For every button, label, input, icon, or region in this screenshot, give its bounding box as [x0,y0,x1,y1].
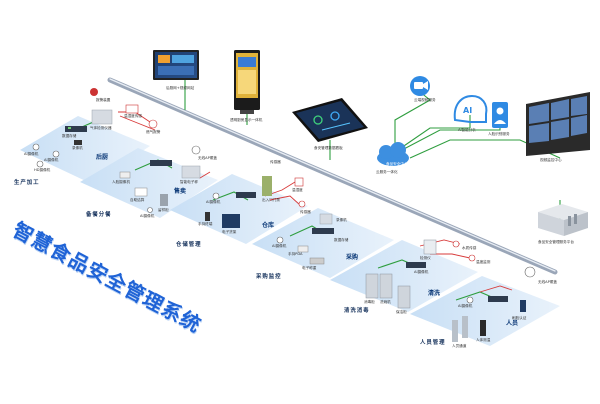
platform-warehouse [170,174,308,244]
s-cam-label: AI摄像机 [458,304,473,308]
w-screen-label: 电子货架 [222,230,237,234]
kitchen-devices [32,88,158,168]
cleaning-devices [365,239,476,309]
network-backbone [107,77,558,275]
c-cabinet1-label: 消毒柜 [364,300,375,304]
w-sensor1-label: 传感器 [270,160,281,164]
s-gate-label: 人员通道 [452,344,467,348]
c-gas-label: 温度监测 [476,260,491,264]
p-switch-label: 数据存储 [334,238,349,242]
w-pda-label: 手持终端 [198,222,213,226]
section-meal: 备餐分餐 [86,212,112,218]
p-pda-label: 手持PDA [288,252,303,256]
w-sensor2-label: 传感器 [300,210,311,214]
m-ap-label: 无线AP覆盖 [198,156,218,160]
zone-purchase: 采购 [346,254,359,261]
cloud-label: 云服务一体化 [376,170,398,174]
section-purchase: 采购监控 [256,274,282,280]
cloud-sub-label: 食品安全中心 [386,162,408,166]
k-hdcam-label: HD摄像机 [34,168,51,172]
s-face-label: 刷脸认证 [512,316,527,320]
p-cam-label: AI摄像机 [272,244,287,248]
c-cam-label: AI摄像机 [414,270,429,274]
k-nvr-label: 录像机 [72,146,83,150]
ai-service-label: AI智能分析 [458,128,476,132]
warehouse-devices [205,176,306,228]
section-staff: 人员管理 [420,340,446,346]
k-smoke-label: 气体检测仪器 [90,126,112,130]
data-dashboard-tablet [292,98,368,142]
c-kiosk-label: 检测仪 [420,256,431,260]
k-switch-label: 数据存储 [62,134,77,138]
server-label: 食品安全管理服务平台 [538,240,574,244]
m-scale-label: 智能电子秤 [180,180,198,184]
k-temp-label: 温湿度传感 [124,114,142,118]
k-gas-label: 燃气报警 [146,130,161,134]
m-sample-label: 留样柜 [158,208,169,212]
video-display [153,50,199,80]
zone-meal: 售卖 [174,188,187,195]
k-camera2-label: AI摄像机 [44,158,59,162]
meal-devices [119,145,201,213]
staff-devices [452,266,536,342]
p-nvr-label: 录像机 [336,218,347,222]
w-temp-label: 温湿度 [292,188,303,192]
section-cleaning: 清洗消毒 [344,308,370,314]
platform-meal [80,148,218,218]
zone-cleaning: 清洗 [428,290,441,297]
svg-text:AI: AI [463,106,472,115]
face-service-label: 人脸识别服务 [488,132,510,136]
zone-staff: 人员 [506,320,519,327]
m-pos-label: 自助结算 [130,198,145,202]
c-cabinet3-label: 保洁柜 [396,310,407,314]
video-camera-icon [410,76,430,96]
m-dome-label: AI摄像机 [140,214,155,218]
section-warehouse: 仓储管理 [176,242,202,248]
video-service-label: 云端视频服务 [414,98,436,102]
cloud-icon [377,142,409,166]
platform-staff [410,276,560,346]
kiosk-label: 透明厨房显示一体机 [230,118,263,122]
w-cam-label: AI摄像机 [206,200,221,204]
ai-head-icon: AI [453,94,488,123]
c-cabinet2-label: 洗碗机 [380,300,391,304]
monitor-label: 视频监控中心 [540,158,562,162]
server-rack [538,204,588,236]
display-kiosk [234,50,260,114]
display-label: 后厨网+视频网站 [166,86,195,90]
w-gate-label: 出入口门禁 [262,198,280,202]
k-camera1-label: AI摄像机 [24,152,39,156]
section-kitchen: 生产加工 [14,180,40,186]
s-ap-label: 无线AP覆盖 [538,280,558,284]
zone-platforms [20,116,560,346]
s-temp-label: 人体测温 [476,338,491,342]
monitor-wall [526,92,590,156]
tablet-label: 食安管理数据看板 [314,146,343,150]
zone-kitchen: 后厨 [96,154,109,161]
k-alarm-label: 报警装置 [96,98,111,102]
face-recognition-icon [492,102,508,128]
platform-purchase [252,208,394,278]
m-cam-label: 人脸摄像机 [112,180,130,184]
c-sensor-label: 水质传感 [462,246,477,250]
p-scale-label: 电子称重 [302,266,317,270]
zone-warehouse: 仓库 [262,222,275,229]
purchase-devices [276,213,334,265]
